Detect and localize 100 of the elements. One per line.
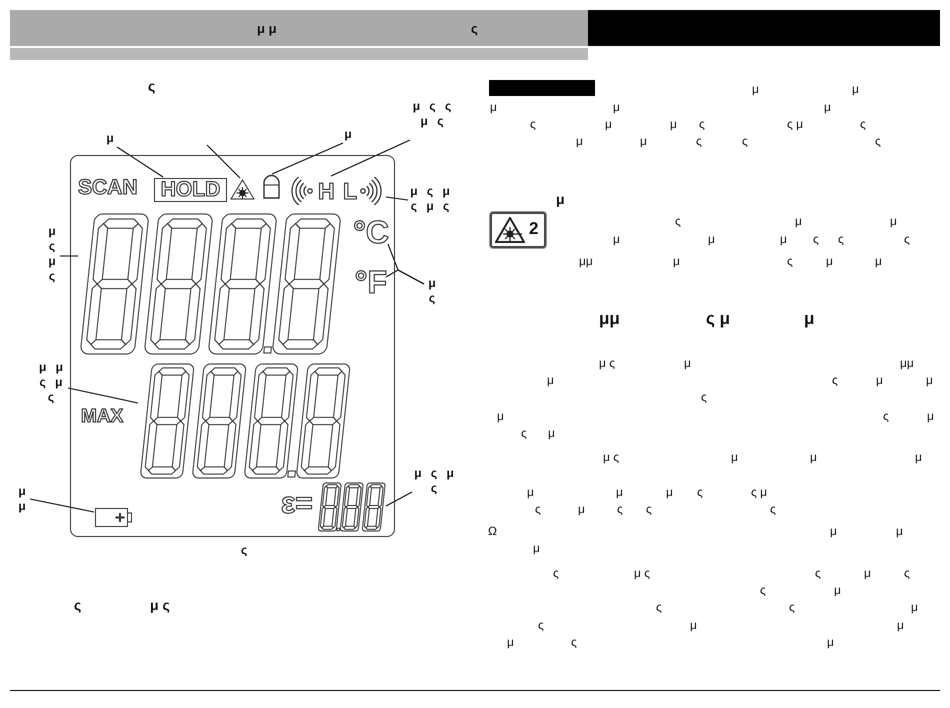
body-text: μ [708, 232, 715, 245]
body-text: μ ς [599, 356, 616, 369]
body-text: μ [824, 100, 831, 113]
body-text: μ [926, 374, 933, 386]
body-text: μ [852, 82, 859, 95]
leader-line [206, 144, 240, 178]
leader-line [30, 498, 94, 513]
body-text: ς [675, 214, 681, 227]
callout-text: μ ς ς μ ς [410, 99, 454, 147]
body-text: ς μ [751, 486, 768, 498]
body-text: ς [696, 134, 702, 147]
body-text: ς [553, 566, 559, 579]
body-text: μ [731, 450, 738, 463]
lock-icon [262, 175, 281, 199]
heading-text: μ [804, 310, 814, 327]
body-text: ς [530, 118, 536, 130]
callout-text: μ ς μ ς [412, 466, 456, 514]
body-text: μ [684, 356, 691, 369]
body-text: ς [883, 410, 889, 422]
body-text: μ [864, 566, 871, 579]
body-text: ς [571, 636, 577, 648]
body-text: ς [697, 486, 703, 498]
body-text: ς [832, 374, 838, 386]
unit-indicator: °C [347, 213, 389, 251]
callout-text: μ ς [424, 276, 440, 308]
header-text: μ μ [257, 22, 277, 36]
body-text: ς [770, 502, 776, 515]
unit-indicator: °F [345, 263, 387, 305]
body-text: μ [578, 502, 585, 515]
callout-text: μ ς μ ς μ ς [408, 184, 452, 232]
body-text: μ [827, 636, 834, 648]
callout-text: μ ς μ ς [44, 224, 60, 302]
leader-line [330, 140, 410, 176]
body-text: μ [927, 410, 934, 422]
body-text: μ [690, 618, 697, 631]
body-text: ς [815, 566, 821, 579]
indicator-letter: H [318, 179, 335, 203]
callout-text: μ [341, 127, 355, 143]
body-text: μ [576, 134, 583, 147]
body-text: μ [507, 636, 514, 648]
body-text: ς [838, 232, 844, 245]
body-text: ς [701, 390, 707, 403]
body-text: μ ς [603, 450, 620, 463]
body-text: μ [876, 374, 883, 386]
body-text: μμ [900, 356, 914, 369]
lcd-indicator-text: MAX [81, 406, 124, 426]
leader-line [60, 255, 78, 257]
body-text: μ [613, 232, 620, 245]
body-text: μ [830, 524, 837, 537]
body-text: μ [752, 82, 759, 95]
body-text: μ [670, 118, 677, 130]
heading-text: ς [148, 78, 156, 93]
leader-line [386, 196, 408, 201]
body-text: μ [673, 254, 680, 267]
hold-indicator: HOLD [154, 178, 227, 202]
heading-text: μμ [599, 310, 620, 327]
body-text: ς [646, 502, 652, 515]
heading-bar [489, 80, 595, 96]
callout-text: μ [103, 131, 117, 147]
body-text: Ω [488, 524, 497, 537]
heading-text: ς μ [706, 310, 730, 327]
seven-segment-digits [139, 363, 353, 479]
body-text: ς [860, 118, 866, 130]
body-text: μ [527, 486, 534, 498]
body-text: μ [810, 450, 817, 463]
leader-line [386, 269, 424, 284]
header-text: ς [471, 22, 478, 36]
body-text: ς [521, 426, 527, 439]
leader-line [116, 146, 164, 178]
laser-warning-icon [230, 179, 255, 200]
lcd-indicator-text: SCAN [78, 177, 138, 198]
body-text: μ [497, 410, 504, 422]
body-text: μ ς [634, 566, 650, 579]
heading-text: ς [74, 598, 82, 612]
body-text: ς [787, 254, 793, 267]
body-text: μ [490, 100, 497, 113]
body-text: μ [605, 118, 612, 130]
callout-text: μ μ [14, 484, 30, 516]
body-text: ς [875, 134, 881, 147]
body-text: μ [613, 100, 620, 113]
body-text: μ [896, 524, 903, 537]
body-text: ς [617, 502, 623, 515]
leader-line [272, 142, 344, 174]
body-text: μ [915, 450, 922, 463]
body-text: ς [538, 618, 544, 631]
body-text: ς [760, 584, 766, 596]
body-text: ς [535, 502, 541, 515]
body-text: μ [826, 254, 833, 267]
body-text: μμ [579, 254, 593, 267]
seven-segment-digits [79, 213, 341, 355]
body-text: μ [834, 584, 841, 596]
body-text: μ [640, 134, 647, 147]
body-text: ς [789, 600, 795, 613]
heading-text: μ ς [150, 598, 170, 612]
body-text: μ [547, 374, 554, 386]
emissivity-symbol: ε= [281, 488, 313, 520]
battery-icon [95, 508, 133, 528]
class-number: 2 [529, 220, 538, 237]
indicator-letter: L [343, 179, 358, 203]
caption-text: ς [241, 544, 248, 556]
